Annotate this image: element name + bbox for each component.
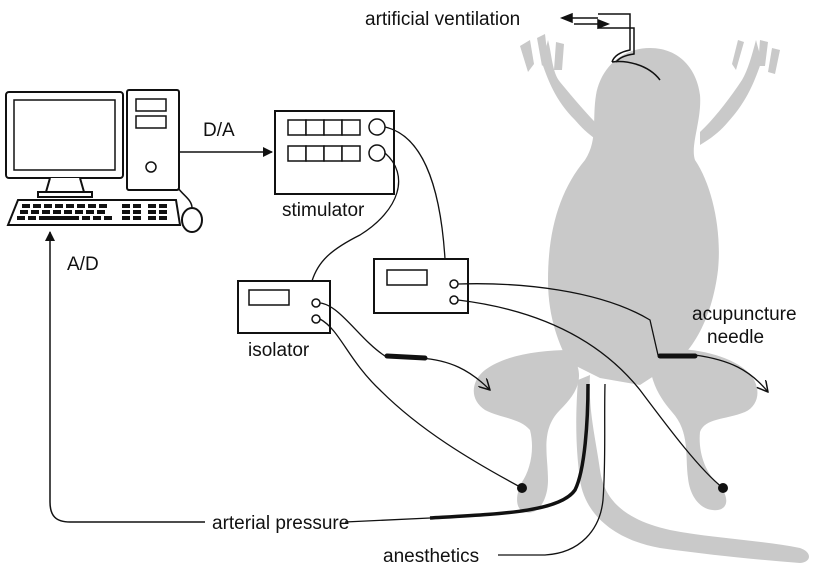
stimulator-knob-icon <box>368 118 386 136</box>
needle-tip-left <box>517 483 527 493</box>
acupuncture-label-line2: needle <box>707 327 764 348</box>
anesthetics-label: anesthetics <box>383 546 479 567</box>
stimulator-label: stimulator <box>282 200 365 221</box>
da-label: D/A <box>203 120 235 141</box>
wires <box>311 126 768 556</box>
ventilation-tube <box>598 13 661 81</box>
needle-tip-right <box>718 483 728 493</box>
isolator-device-right <box>373 258 469 314</box>
arterial-catheter <box>429 383 590 520</box>
stimulator-device <box>274 110 395 195</box>
arterial-pressure-label: arterial pressure <box>212 513 349 534</box>
ventilation-label: artificial ventilation <box>365 9 520 30</box>
ad-label: A/D <box>67 254 99 275</box>
isolator-device-left <box>237 280 331 334</box>
acupuncture-label-line1: acupuncture <box>692 304 797 325</box>
needle-segments <box>384 353 698 361</box>
keyboard-keys <box>17 204 167 220</box>
computer-icon <box>5 89 203 233</box>
animal-silhouette <box>473 34 809 563</box>
ventilation-arrows-icon <box>559 12 611 30</box>
isolator-label: isolator <box>248 340 310 361</box>
ad-arrow <box>45 231 205 523</box>
